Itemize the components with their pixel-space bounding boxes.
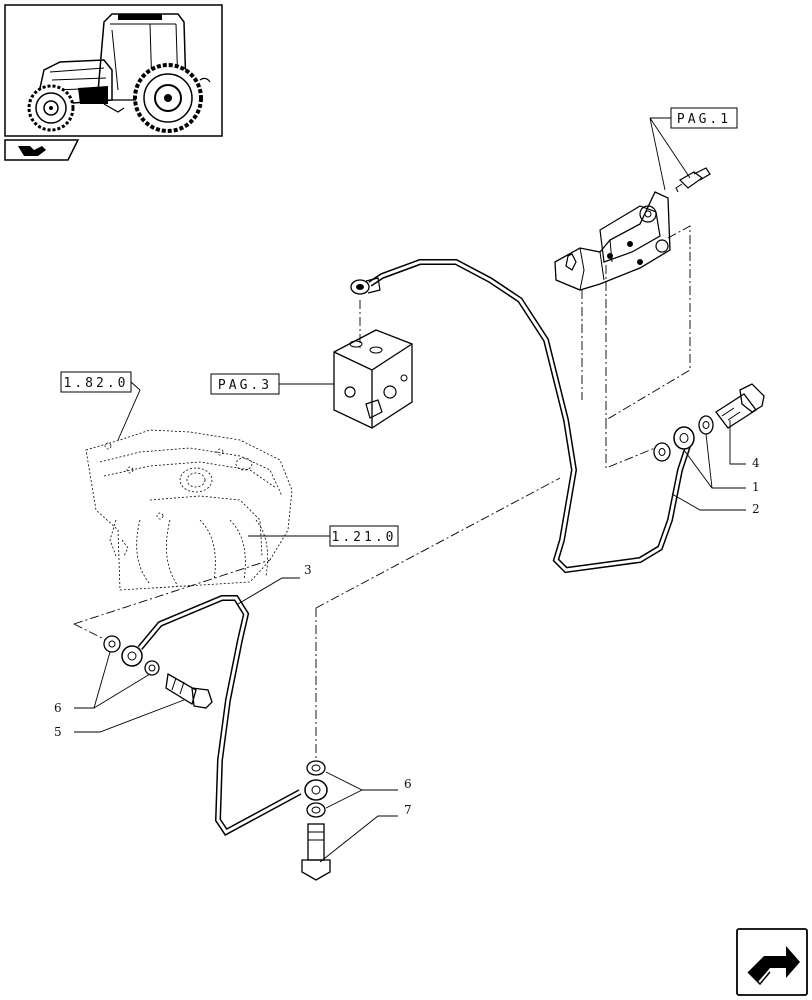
sealing-washer-6a	[103, 635, 121, 653]
tractor-thumbnail-icon	[4, 4, 223, 137]
svg-text:2: 2	[752, 502, 760, 516]
banjo-fitting-right	[673, 426, 695, 450]
reference-box-1820[interactable]: 1.82.0	[60, 371, 132, 393]
callout-7: 7	[319, 803, 412, 863]
hydraulic-block	[333, 329, 413, 429]
svg-text:3: 3	[304, 563, 312, 577]
callout-5: 5	[54, 699, 185, 739]
reference-label-1210: 1.21.0	[332, 530, 397, 545]
pipe-2	[368, 259, 691, 574]
svg-text:6: 6	[404, 777, 412, 791]
banjo-fitting-bottom	[304, 779, 328, 801]
copper-washer-1b	[698, 415, 714, 435]
callout-2: 2	[671, 493, 760, 516]
reference-label-1820: 1.82.0	[64, 376, 129, 391]
callout-3: 3	[237, 563, 312, 605]
svg-text:7: 7	[404, 803, 412, 817]
reference-box-1210[interactable]: 1.21.0	[329, 525, 399, 547]
banjo-bolt-7	[301, 823, 331, 881]
reference-box-pag1[interactable]: PAG.1	[670, 107, 738, 129]
svg-text:5: 5	[54, 725, 62, 739]
control-valve	[554, 191, 671, 291]
reference-label-pag3: PAG.3	[218, 378, 272, 393]
reference-label-pag1: PAG.1	[677, 112, 731, 127]
callout-4: 4	[729, 420, 760, 470]
sealing-washer-6d	[306, 802, 326, 818]
book-arrow-icon[interactable]	[4, 139, 80, 161]
svg-text:1: 1	[752, 480, 760, 494]
callout-6-left: 6	[54, 651, 151, 715]
banjo-fitting-top	[350, 277, 381, 295]
banjo-bolt-5	[165, 672, 213, 709]
callout-6-bottom: 6	[325, 771, 412, 809]
callout-1: 1	[683, 433, 760, 494]
reference-box-pag3[interactable]: PAG.3	[210, 373, 280, 395]
copper-washer-1a	[653, 442, 671, 462]
sealing-washer-6b	[144, 660, 160, 676]
svg-text:6: 6	[54, 701, 62, 715]
svg-text:4: 4	[752, 456, 760, 470]
pipe-3	[137, 595, 302, 836]
sealing-washer-6c	[306, 760, 326, 776]
transmission-housing	[85, 429, 293, 591]
sensor-fitting	[675, 167, 711, 193]
navigation-arrow-icon[interactable]	[736, 928, 808, 996]
banjo-bolt-4	[715, 383, 765, 429]
banjo-fitting-left	[121, 645, 143, 667]
